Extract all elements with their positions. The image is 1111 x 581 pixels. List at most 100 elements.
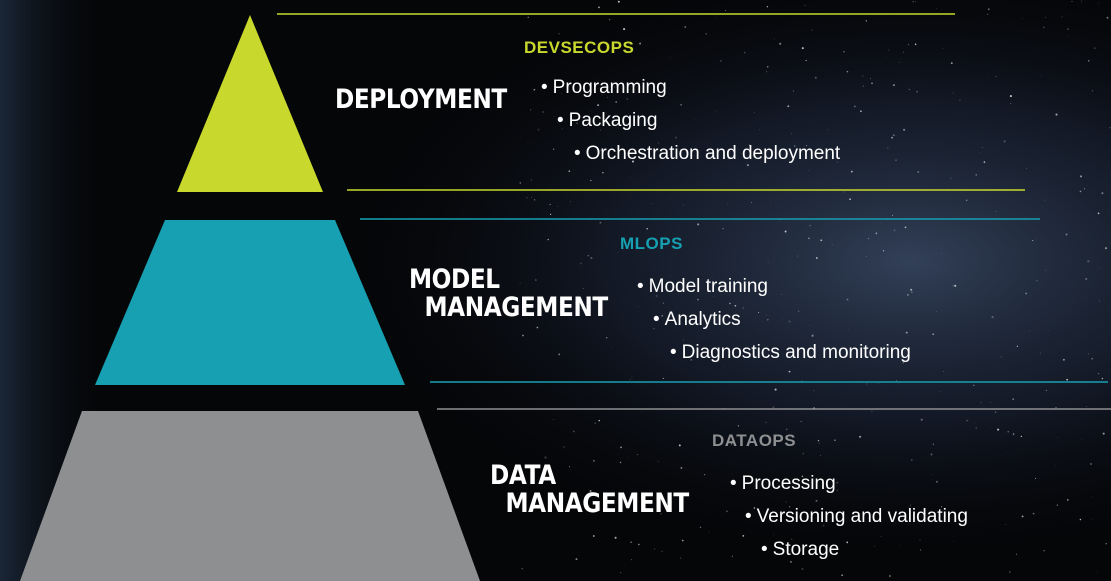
- star: [561, 128, 563, 130]
- star: [892, 214, 894, 216]
- star: [793, 145, 796, 147]
- star: [557, 206, 559, 208]
- star: [986, 79, 988, 80]
- star: [790, 133, 792, 135]
- star: [994, 411, 997, 414]
- star: [865, 20, 867, 22]
- star: [1045, 269, 1047, 271]
- star: [871, 410, 873, 413]
- star: [908, 88, 911, 91]
- star: [1008, 571, 1011, 573]
- star: [904, 226, 907, 229]
- star: [874, 546, 875, 547]
- star: [846, 70, 849, 73]
- star: [892, 134, 895, 137]
- deployment-title-line: DEPLOYMENT: [335, 84, 507, 115]
- bullet-icon: •: [574, 143, 581, 164]
- star: [906, 293, 909, 296]
- star: [915, 1, 916, 3]
- star: [529, 109, 532, 111]
- data-management-title-line: MANAGEMENT: [505, 488, 689, 519]
- star: [582, 287, 584, 289]
- star: [636, 453, 638, 455]
- star: [909, 504, 911, 506]
- star: [682, 204, 684, 206]
- star: [1101, 192, 1104, 195]
- star: [572, 430, 575, 433]
- star: [552, 148, 555, 150]
- star: [1055, 113, 1058, 116]
- star: [804, 5, 806, 6]
- star: [754, 156, 756, 159]
- star: [1091, 518, 1093, 520]
- star: [917, 170, 920, 173]
- star: [519, 182, 522, 184]
- star: [674, 545, 676, 547]
- star: [549, 203, 551, 205]
- star: [991, 316, 994, 319]
- star: [822, 524, 825, 527]
- star: [788, 320, 791, 323]
- star: [692, 71, 694, 73]
- star: [1066, 378, 1068, 381]
- star: [626, 98, 629, 100]
- star: [912, 1, 914, 3]
- star: [1012, 398, 1014, 400]
- star: [619, 461, 622, 464]
- star: [558, 353, 561, 356]
- bullet-icon: •: [653, 309, 660, 330]
- star: [1062, 358, 1065, 361]
- star: [553, 116, 555, 117]
- data-management-tier-trapezoid: [20, 411, 480, 581]
- star: [1010, 103, 1012, 105]
- star: [820, 239, 823, 242]
- star: [1087, 353, 1089, 355]
- star: [744, 51, 746, 54]
- star: [533, 199, 536, 201]
- star: [1098, 2, 1099, 4]
- star: [815, 257, 818, 259]
- star: [787, 105, 790, 108]
- star: [608, 18, 611, 21]
- star: [778, 486, 781, 488]
- data-item: •Versioning and validating: [745, 506, 968, 528]
- star: [1091, 90, 1094, 92]
- star: [916, 91, 918, 93]
- star: [871, 82, 873, 85]
- star: [1066, 499, 1069, 501]
- star: [731, 555, 733, 557]
- star: [805, 59, 807, 62]
- star: [680, 557, 682, 559]
- star: [802, 453, 804, 455]
- devsecops-label: DEVSECOPS: [524, 38, 635, 57]
- star: [746, 164, 749, 167]
- star: [592, 535, 595, 537]
- star: [1055, 464, 1056, 466]
- star: [1026, 167, 1027, 169]
- deployment-item-label: Orchestration and deployment: [585, 143, 841, 164]
- star: [678, 444, 681, 447]
- star: [561, 93, 562, 95]
- star: [983, 161, 986, 163]
- star: [544, 456, 547, 459]
- star: [905, 331, 908, 334]
- star: [1079, 190, 1082, 193]
- star: [865, 256, 867, 257]
- model-management-title-line: MANAGEMENT: [424, 292, 608, 323]
- star: [907, 43, 910, 46]
- star: [711, 273, 713, 275]
- star: [599, 221, 602, 224]
- star: [641, 411, 643, 413]
- star: [1055, 406, 1057, 409]
- star: [786, 428, 788, 430]
- star: [576, 122, 579, 125]
- star: [534, 279, 537, 281]
- star: [580, 262, 582, 265]
- mlops-label: MLOPS: [620, 234, 683, 253]
- star: [697, 298, 699, 301]
- star: [1009, 95, 1012, 98]
- star: [537, 128, 540, 131]
- star: [997, 428, 1000, 431]
- star: [623, 28, 626, 31]
- star: [1056, 504, 1059, 506]
